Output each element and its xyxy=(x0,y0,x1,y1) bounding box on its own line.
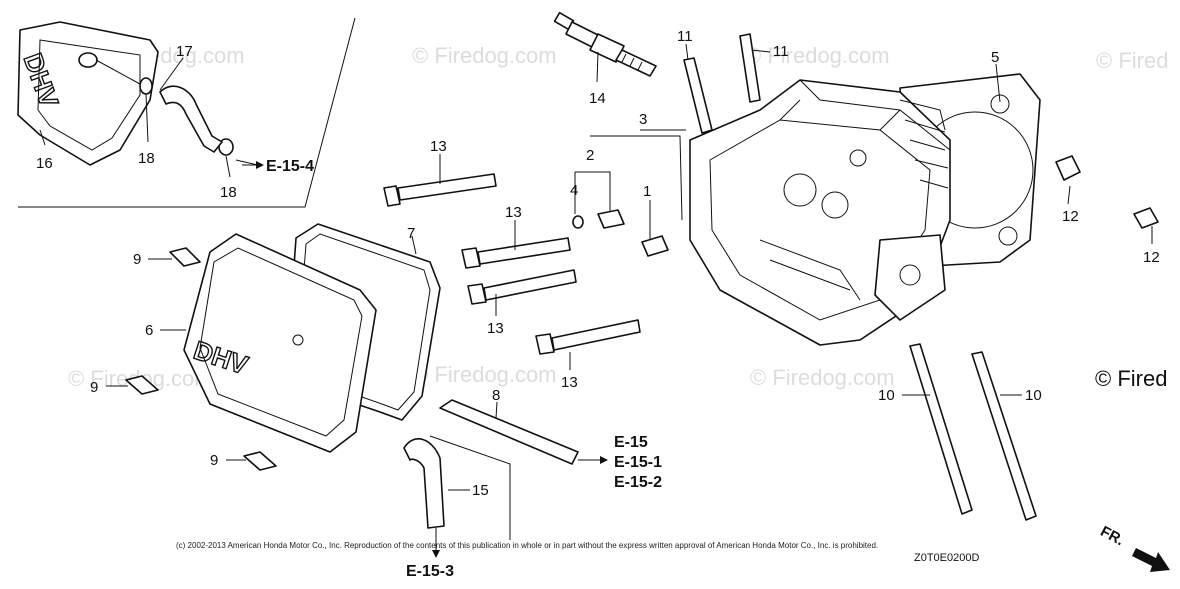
stud-11 xyxy=(739,33,761,103)
watermark: © Firedog.com xyxy=(750,365,895,390)
clip-18 xyxy=(139,77,153,95)
arrow-e153-head xyxy=(432,550,440,558)
callout-18: 18 xyxy=(138,150,155,167)
callout-1: 1 xyxy=(643,183,651,200)
callout-11: 11 xyxy=(773,43,789,60)
callout-13: 13 xyxy=(505,204,522,221)
front-indicator: FR. xyxy=(1098,523,1170,572)
watermark: © Firedog.com xyxy=(412,362,557,387)
callout-7: 7 xyxy=(407,225,415,242)
stud-10 xyxy=(909,343,973,515)
callout-9: 9 xyxy=(90,379,98,396)
ref-e-15-4: E-15-4 xyxy=(266,158,314,175)
bolt-9 xyxy=(169,247,201,267)
inset-frame xyxy=(18,17,356,208)
callout-10: 10 xyxy=(878,387,895,404)
fr-label: FR. xyxy=(1098,523,1127,549)
watermark: © Firedog.com xyxy=(745,43,890,68)
callout-9: 9 xyxy=(133,251,141,268)
ref-e-15: E-15 xyxy=(614,434,648,451)
ref-e-15-3: E-15-3 xyxy=(406,563,454,580)
hose-17 xyxy=(159,85,223,153)
watermark: © Firedog.com xyxy=(412,43,557,68)
stud-11 xyxy=(683,57,713,134)
callout-13: 13 xyxy=(430,138,447,155)
bolt-9 xyxy=(243,451,277,471)
callout-13: 13 xyxy=(487,320,504,337)
callout-8: 8 xyxy=(492,387,500,404)
callout-18: 18 xyxy=(220,184,237,201)
callout-13: 13 xyxy=(561,374,578,391)
spark-plug-14 xyxy=(553,11,657,77)
dowel-pin-1 xyxy=(641,235,669,257)
watermark: © Fired xyxy=(1096,48,1168,73)
copyright-text: (c) 2002-2013 American Honda Motor Co., … xyxy=(176,541,878,550)
valve-cover-6: DHV xyxy=(183,233,377,453)
breather-tube-8 xyxy=(439,399,579,465)
dowel-pin-12 xyxy=(1133,207,1159,229)
callout-14: 14 xyxy=(589,90,606,107)
inset-cover-16: DHV xyxy=(17,21,159,166)
o-ring-4 xyxy=(572,215,584,229)
callout-3: 3 xyxy=(639,111,647,128)
callout-6: 6 xyxy=(145,322,153,339)
callout-4: 4 xyxy=(570,182,578,199)
ref-e-15-1: E-15-1 xyxy=(614,454,662,471)
callout-12: 12 xyxy=(1062,208,1079,225)
hose-15 xyxy=(403,438,445,529)
bolt-9 xyxy=(125,375,159,395)
arrow-e154-head xyxy=(256,161,264,169)
callout-16: 16 xyxy=(36,155,53,172)
callout-10: 10 xyxy=(1025,387,1042,404)
reference-labels: E-15-4 E-15 E-15-1 E-15-2 E-15-3 xyxy=(266,158,662,580)
arrow-e15-head xyxy=(600,456,608,464)
callout-2: 2 xyxy=(586,147,594,164)
callout-15: 15 xyxy=(472,482,489,499)
callout-11: 11 xyxy=(677,28,693,45)
cylinder-head xyxy=(689,79,951,346)
watermark: © Fired xyxy=(1095,366,1167,391)
fr-arrow-icon xyxy=(1132,548,1170,572)
dowel-pin-12 xyxy=(1055,155,1081,181)
callouts: 17 16 18 18 14 11 11 5 3 2 4 1 13 13 13 … xyxy=(36,28,1160,499)
callout-12: 12 xyxy=(1143,249,1160,266)
callout-9: 9 xyxy=(210,452,218,469)
diagram-code: Z0T0E0200D xyxy=(914,552,979,564)
dowel-pin-2 xyxy=(597,209,625,229)
stud-10 xyxy=(971,351,1037,521)
callout-5: 5 xyxy=(991,49,999,66)
bolts-13 xyxy=(383,173,641,355)
ref-e-15-2: E-15-2 xyxy=(614,474,662,491)
callout-17: 17 xyxy=(176,43,193,60)
